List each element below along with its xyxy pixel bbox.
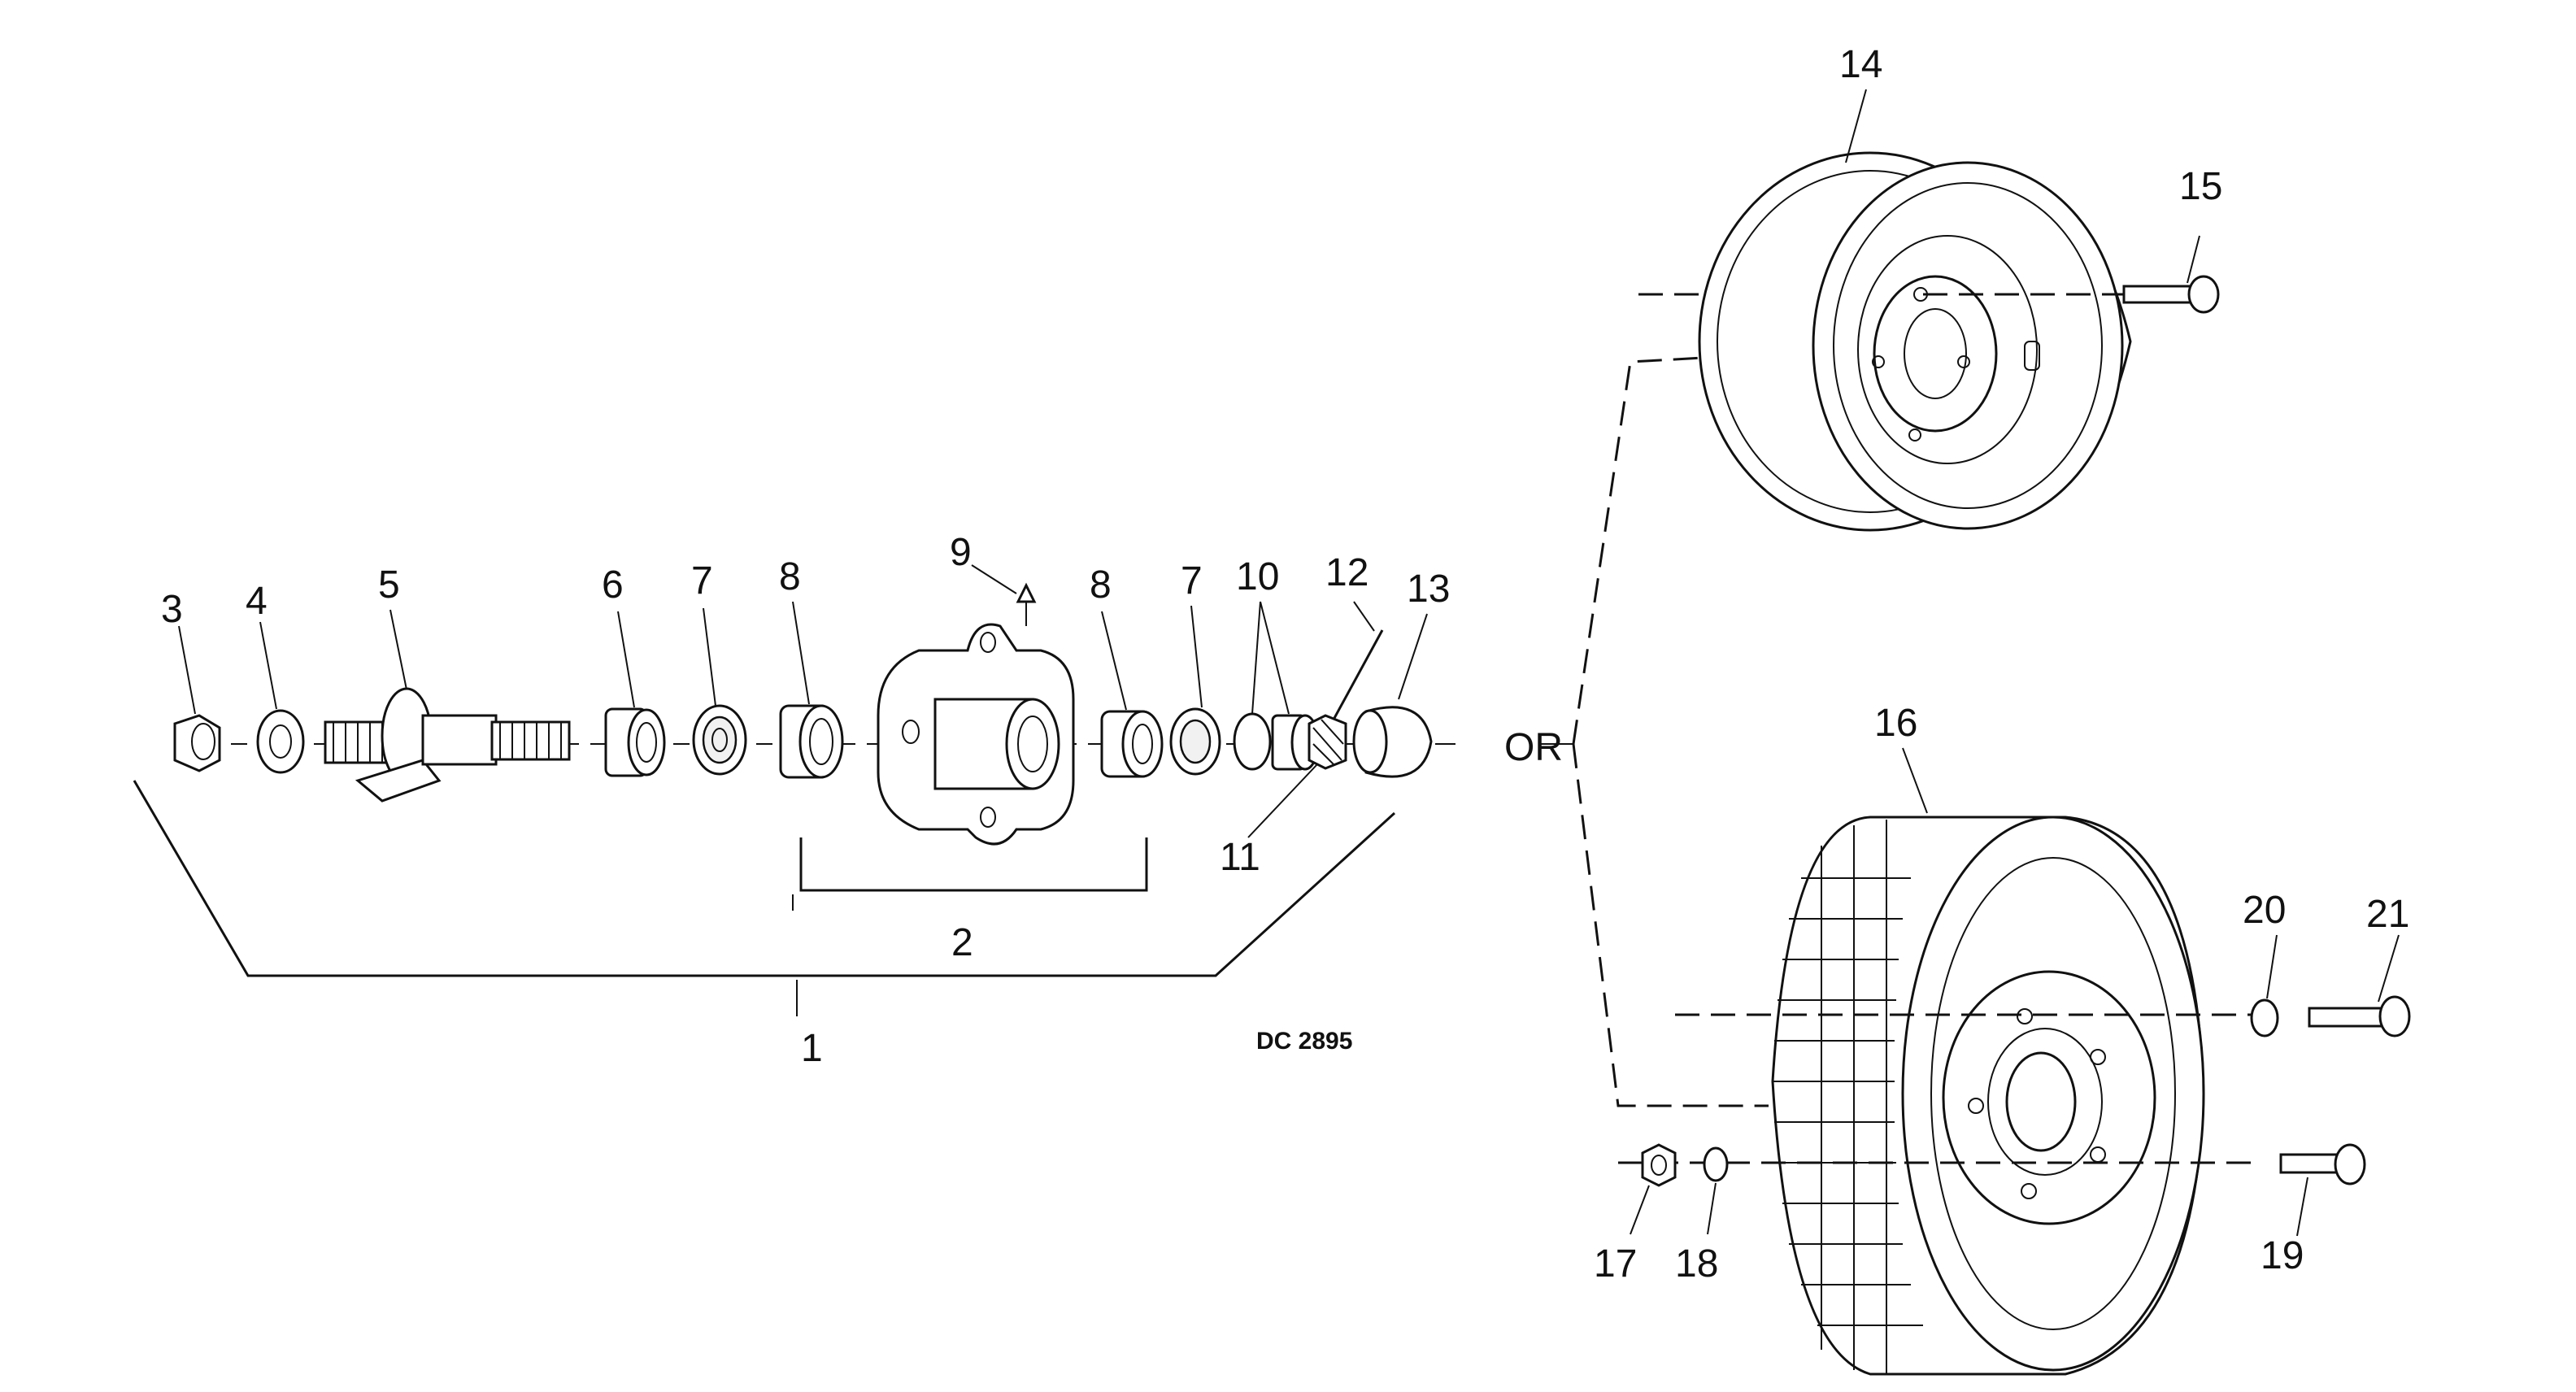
path-to-rim [1572, 356, 1704, 745]
callout-leaders [178, 564, 1428, 1016]
path-to-tire [1572, 743, 1769, 1107]
callout-2: 2 [951, 921, 973, 964]
callout-11: 11 [1220, 836, 1260, 879]
part-19-bolt [2279, 1143, 2366, 1185]
callout-leader-16 [1902, 747, 1928, 814]
part-15-bolt [2122, 235, 2220, 314]
part-14-wheel-rim [1698, 151, 2132, 532]
callout-8-outer: 8 [1090, 563, 1112, 607]
callout-21: 21 [2366, 893, 2409, 936]
callout-4: 4 [246, 580, 268, 623]
part-16-tire-wheel [1771, 816, 2205, 1376]
callout-16: 16 [1874, 702, 1917, 745]
part-11-castle-nut [1308, 714, 1347, 770]
callout-7-outer: 7 [1181, 559, 1203, 602]
part-2-hub [877, 623, 1075, 846]
callout-9: 9 [950, 531, 972, 574]
callout-20: 20 [2243, 889, 2286, 932]
callout-1: 1 [801, 1027, 823, 1070]
callout-leader-14 [1845, 89, 1867, 163]
callout-14: 14 [1839, 43, 1882, 86]
callout-leader-18 [1707, 1182, 1717, 1235]
diagram-code: DC 2895 [1256, 1028, 1352, 1055]
part-9-grease-fitting [1016, 582, 1037, 626]
part-3-nut [173, 714, 221, 772]
part-10-washer-nut [1233, 712, 1320, 771]
callout-6: 6 [602, 563, 624, 607]
callout-leader-21 [2378, 934, 2400, 1003]
part-18-lock-washer [1703, 1146, 1729, 1182]
callout-leader-19 [2296, 1177, 2308, 1237]
part-12-cotter-pin [1332, 629, 1384, 720]
callout-18: 18 [1675, 1242, 1718, 1285]
callout-leader-17 [1630, 1185, 1650, 1235]
part-21-bolt [2308, 995, 2411, 1037]
part-4-washer [256, 709, 305, 774]
part-7-bearing-cone-outer [1169, 707, 1221, 776]
part-6-bearing-cup [604, 707, 666, 777]
callout-7: 7 [691, 559, 713, 602]
part-13-dust-cap [1352, 706, 1433, 778]
part-7-bearing-cone [692, 704, 747, 776]
part-17-nut [1641, 1143, 1677, 1187]
callout-3: 3 [161, 588, 183, 631]
callout-13: 13 [1407, 568, 1450, 611]
callout-19: 19 [2261, 1234, 2304, 1277]
callout-10: 10 [1236, 555, 1279, 598]
callout-12: 12 [1325, 551, 1368, 594]
callout-17: 17 [1594, 1242, 1637, 1285]
callout-8: 8 [779, 555, 801, 598]
or-label: OR [1504, 726, 1563, 769]
callout-5: 5 [378, 563, 400, 607]
part-5-spindle [324, 687, 571, 803]
part-8-bearing-cup [779, 704, 844, 779]
bracket-2 [799, 837, 1148, 892]
axle-assembly [133, 564, 1573, 1016]
part-8-bearing-cup-outer [1100, 710, 1164, 778]
callout-15: 15 [2179, 165, 2222, 208]
bracket-1 [133, 780, 1396, 977]
callout-leader-20 [2266, 934, 2278, 999]
part-20-lock-washer [2250, 998, 2279, 1037]
